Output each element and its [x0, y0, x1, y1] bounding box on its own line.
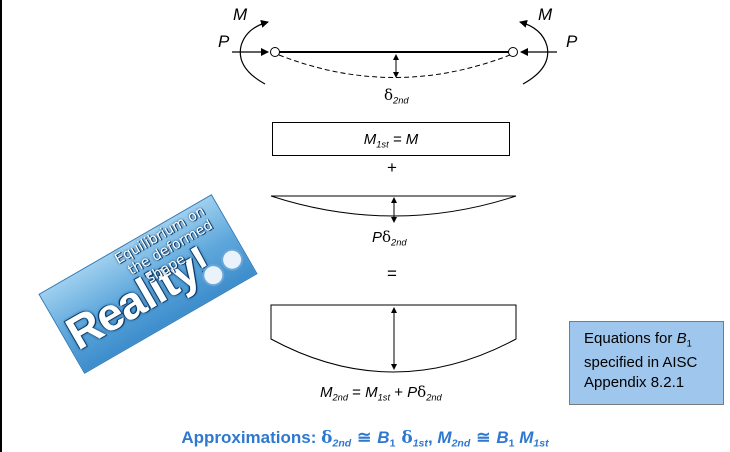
- left-pin: [270, 47, 280, 57]
- right-force-label: P: [566, 32, 578, 51]
- left-force-label: P: [218, 32, 230, 51]
- equals-sign: =: [387, 264, 397, 283]
- deformed-shape-dashed: [278, 54, 511, 78]
- right-moment-arrow: [519, 19, 549, 85]
- left-moment-arrow: [239, 19, 269, 85]
- first-order-moment-label: M1st = M: [363, 131, 419, 150]
- plus-sign: +: [387, 158, 397, 177]
- equations-note-line-2: specified in AISC: [584, 354, 698, 372]
- left-border-rule: [0, 0, 2, 452]
- equations-note-box: Equations for B1 specified in AISC Appen…: [569, 321, 724, 405]
- p-delta-label: Pδ2nd: [372, 228, 407, 248]
- right-pin: [508, 47, 518, 57]
- first-order-moment-box: M1st = M: [272, 122, 510, 156]
- second-order-moment-equation: M2nd = M1st + Pδ2nd: [320, 383, 442, 403]
- deflection-label: δ2nd: [384, 86, 409, 106]
- right-moment-label: M: [538, 5, 553, 24]
- left-moment-label: M: [233, 5, 248, 24]
- equations-note-line-3: Appendix 8.2.1: [584, 374, 685, 392]
- approximations-statement: Approximations: δ2nd ≅ B1 δ1st, M2nd ≅ B…: [181, 428, 549, 450]
- equations-note-line-1: Equations for B1: [584, 330, 692, 349]
